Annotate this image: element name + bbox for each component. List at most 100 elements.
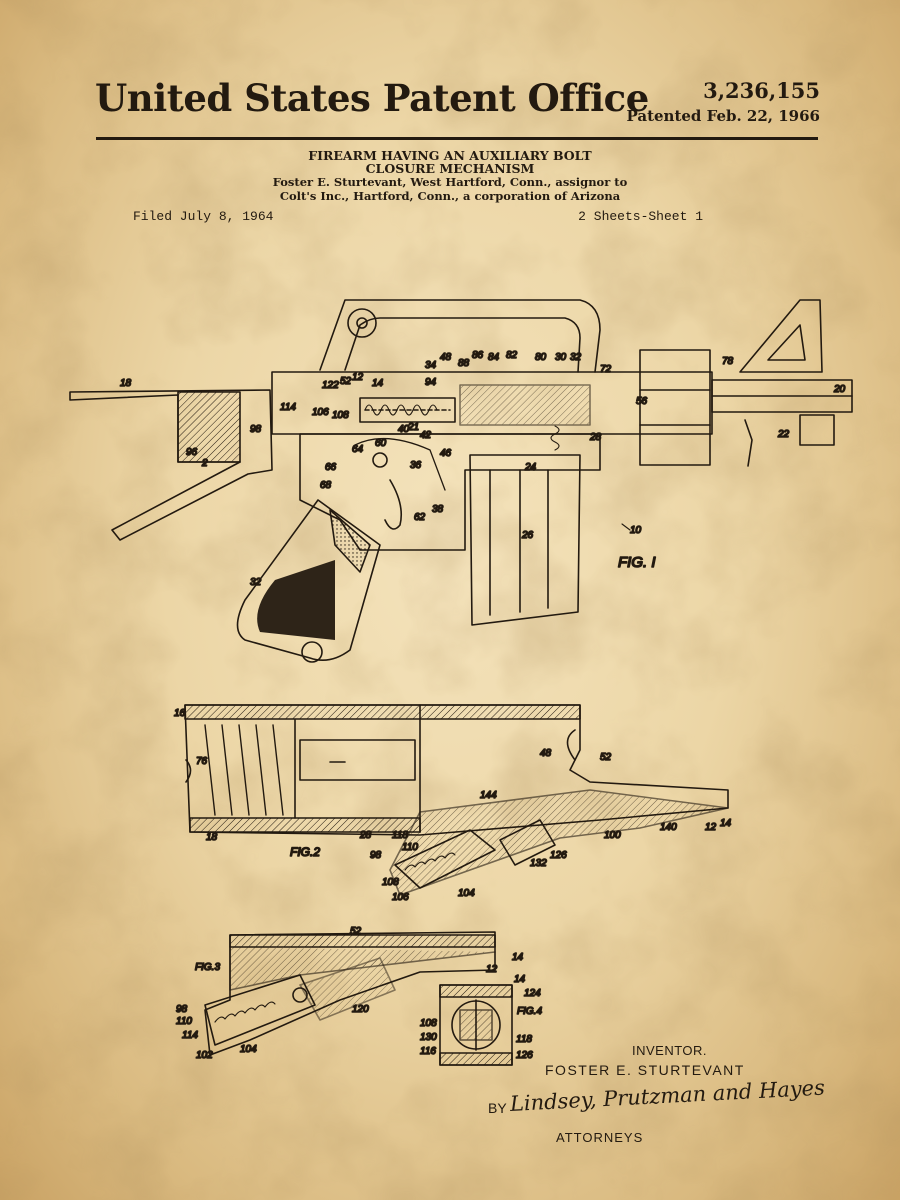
ref-number: 120	[352, 1004, 369, 1015]
ref-number: 94	[425, 377, 437, 388]
ref-number: 106	[392, 892, 409, 903]
ref-number: 38	[432, 504, 444, 515]
ref-number: 48	[540, 748, 552, 759]
ref-number: 114	[182, 1030, 198, 1041]
ref-number: 122	[322, 380, 339, 391]
ref-number: 96	[186, 447, 198, 458]
invention-title-line-1: FIREARM HAVING AN AUXILIARY BOLT	[308, 148, 592, 163]
ref-number: 84	[488, 352, 500, 363]
ref-number: 98	[250, 424, 262, 435]
inventor-name: FOSTER E. STURTEVANT	[545, 1062, 745, 1078]
ref-number: 40	[398, 424, 410, 435]
figure-4-label: FIG.4	[517, 1006, 542, 1017]
ref-number: 12	[705, 822, 717, 833]
ref-number: 110	[402, 842, 418, 853]
ref-number: 66	[325, 462, 337, 473]
ref-number: 76	[196, 756, 208, 767]
ref-number: 118	[392, 830, 408, 841]
ref-number: 118	[516, 1034, 532, 1045]
ref-number: 16	[174, 708, 186, 719]
ref-number: 52	[600, 752, 612, 763]
figure-3-label: FIG.3	[195, 962, 220, 973]
ref-number: 12	[352, 372, 364, 383]
ref-number: 14	[512, 952, 524, 963]
ref-number: 10	[630, 525, 642, 536]
patent-number: 3,236,155	[703, 78, 820, 103]
ref-number: 42	[420, 430, 432, 441]
ref-number: 14	[720, 818, 732, 829]
ref-number: 126	[516, 1050, 533, 1061]
patent-date: Patented Feb. 22, 1966	[626, 107, 820, 125]
ref-number: 114	[280, 402, 296, 413]
ref-number: 32	[570, 352, 582, 363]
ref-number: 78	[722, 356, 734, 367]
ref-number: 116	[420, 1046, 436, 1057]
header-rule	[96, 137, 818, 140]
assignment-line-1: Foster E. Sturtevant, West Hartford, Con…	[272, 175, 628, 189]
ref-number: 22	[777, 429, 790, 440]
ref-number: 104	[240, 1044, 257, 1055]
ref-number: 98	[370, 850, 382, 861]
ref-number: 106	[312, 407, 329, 418]
figure-2-label: FIG.2	[290, 845, 320, 859]
ref-number: 108	[332, 410, 349, 421]
ref-number: 14	[514, 974, 526, 985]
ref-number: 21	[407, 422, 419, 433]
ref-number: 28	[359, 830, 372, 841]
ref-number: 140	[660, 822, 677, 833]
ref-number: 98	[176, 1004, 188, 1015]
ref-number: 36	[410, 460, 422, 471]
ref-number: 52	[350, 926, 362, 937]
ref-number: 72	[600, 364, 612, 375]
ref-number: 24	[524, 462, 537, 473]
figure-4-cross-section: FIG.4 14 124 108 130 116 118 126	[419, 973, 543, 1066]
ref-number: 34	[425, 360, 437, 371]
ref-number: 18	[206, 832, 218, 843]
office-title: United States Patent Office	[95, 76, 649, 120]
ref-number: 62	[414, 512, 426, 523]
filed-date: Filed July 8, 1964	[133, 209, 274, 224]
ref-number: 48	[440, 352, 452, 363]
ref-number: 108	[382, 877, 399, 888]
ref-number: 110	[176, 1016, 192, 1027]
invention-title-line-2: CLOSURE MECHANISM	[365, 161, 535, 176]
by-prefix: BY	[488, 1100, 507, 1116]
ref-number: 130	[420, 1032, 437, 1043]
ref-number: 108	[420, 1018, 437, 1029]
ref-number: 26	[521, 530, 534, 541]
ref-number: 52	[340, 376, 352, 387]
ref-number: 68	[320, 480, 332, 491]
ref-number: 102	[196, 1050, 213, 1061]
ref-number: 132	[530, 858, 547, 869]
inventor-heading: INVENTOR.	[632, 1043, 708, 1058]
ref-number: 12	[486, 964, 498, 975]
ref-number: 80	[535, 352, 547, 363]
ref-number: 28	[589, 432, 602, 443]
ref-number: 18	[120, 378, 132, 389]
ref-number: 64	[352, 444, 364, 455]
ref-number: 104	[458, 888, 475, 899]
ref-number: 126	[550, 850, 567, 861]
ref-number: 2	[201, 458, 208, 469]
sheet-count: 2 Sheets-Sheet 1	[578, 209, 703, 224]
figure-1-rifle-drawing: 18 114 106 108 122 52 12 14 34 48 88 86 …	[69, 299, 853, 663]
figure-3-detail: FIG.3 52 98 110 114 102 104 12 14 120	[175, 925, 524, 1062]
ref-number: 46	[440, 448, 452, 459]
ref-number: 88	[458, 358, 470, 369]
ref-number: 100	[604, 830, 621, 841]
figure-2-receiver-section: 16 76 48 52 144 12 14 140 100 28 118 110…	[173, 704, 732, 904]
ref-number: 124	[524, 988, 541, 999]
ref-number: 144	[480, 790, 497, 801]
ref-number: 60	[375, 438, 387, 449]
ref-number: 82	[506, 350, 518, 361]
ref-number: 30	[555, 352, 567, 363]
ref-number: 20	[833, 384, 846, 395]
ref-number: 56	[636, 396, 648, 407]
attorneys-label: ATTORNEYS	[556, 1130, 644, 1145]
ref-number: 32	[250, 577, 262, 588]
assignment-line-2: Colt's Inc., Hartford, Conn., a corporat…	[279, 189, 621, 203]
ref-number: 14	[372, 378, 384, 389]
ref-number: 86	[472, 350, 484, 361]
